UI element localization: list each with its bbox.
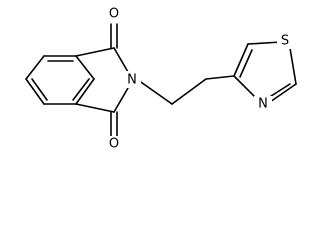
bond-benzene-double-right <box>72 78 90 101</box>
bond-ch2-ch2 <box>171 78 207 105</box>
bond-n-ch2 <box>137 79 173 105</box>
bond-thiazole-c5-s <box>247 41 282 45</box>
atom-labels: O O N N S <box>105 6 294 153</box>
carbonyl-bottom <box>110 111 118 137</box>
bond-benzene-2 <box>75 55 95 80</box>
bond-thiazole-c2-n-double <box>267 83 291 99</box>
thiazole-ring <box>233 41 297 103</box>
bond-thiazole-s-c2 <box>289 47 297 85</box>
bond-imide-c2-n <box>113 87 129 113</box>
bond-thiazole-c2-n <box>269 83 297 103</box>
imide-ring <box>75 47 129 113</box>
bond-benzene-3 <box>75 78 95 105</box>
atom-n-thiazole: N <box>258 97 268 112</box>
atom-o-bottom: O <box>109 137 119 152</box>
bond-benzene-6 <box>25 55 45 80</box>
atom-n-imide: N <box>127 73 137 88</box>
bond-imide-bottom <box>75 103 115 113</box>
bond-ch2-thiazole <box>205 75 235 80</box>
chemical-structure-diagram: O O N N S <box>25 6 297 153</box>
bond-imide-top <box>75 47 115 57</box>
ethyl-linker <box>137 75 235 105</box>
bond-imide-c1-n <box>113 47 129 73</box>
bond-thiazole-c4-c5 <box>233 43 249 77</box>
bond-benzene-5 <box>25 78 45 105</box>
bond-benzene-double-left <box>31 78 48 101</box>
benzene-ring <box>25 55 95 105</box>
carbonyl-top <box>110 23 118 49</box>
bond-thiazole-n-c4 <box>233 75 257 99</box>
bond-thiazole-c4-c5-double <box>239 49 253 78</box>
atom-o-top: O <box>109 7 119 22</box>
atom-s-thiazole: S <box>281 34 289 49</box>
